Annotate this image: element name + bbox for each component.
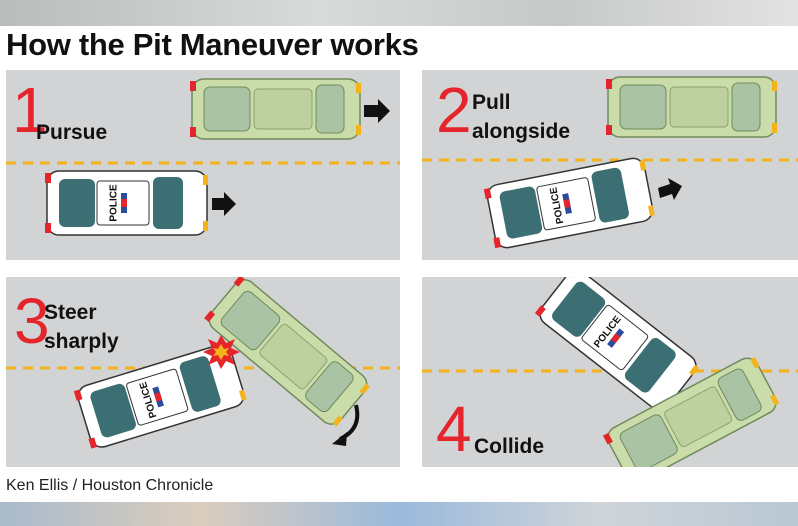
police-car: POLICE bbox=[73, 344, 247, 449]
arrow-right-icon bbox=[364, 99, 390, 123]
panel-2-illustration: POLICE bbox=[422, 76, 798, 249]
step-label-3: Steer sharply bbox=[44, 301, 119, 353]
green-car bbox=[606, 76, 777, 138]
panel-4-illustration: POLICE bbox=[422, 277, 798, 467]
credit-line: Ken Ellis / Houston Chronicle bbox=[6, 477, 214, 494]
top-photo-strip bbox=[0, 0, 798, 26]
panel-step-4: POLICE 4 Collide bbox=[422, 277, 798, 467]
panel-1-illustration: POLICE bbox=[6, 78, 400, 236]
panel-step-1: POLICE 1 Pursue bbox=[6, 70, 400, 260]
curved-arrow-head bbox=[332, 432, 347, 446]
step-number-1: 1 bbox=[12, 74, 48, 146]
green-car bbox=[190, 78, 361, 140]
arrow-right-icon bbox=[212, 192, 236, 216]
panel-step-3: POLICE 3 Steer sharply bbox=[6, 277, 400, 467]
bottom-photo-strip bbox=[0, 502, 798, 526]
police-label: POLICE bbox=[109, 184, 120, 222]
police-car: POLICE bbox=[483, 157, 655, 249]
arrow-right-icon bbox=[658, 178, 682, 200]
panel-step-2: POLICE 2 Pull alongside bbox=[422, 70, 798, 260]
step-number-3: 3 bbox=[14, 285, 50, 357]
step-number-2: 2 bbox=[436, 74, 472, 146]
step-label-2: Pull alongside bbox=[472, 91, 571, 143]
impact-core bbox=[213, 344, 229, 360]
step-label-4: Collide bbox=[474, 435, 545, 458]
police-car: POLICE bbox=[45, 170, 208, 236]
panel-3-illustration: POLICE bbox=[6, 277, 400, 449]
police-car: POLICE bbox=[534, 277, 700, 412]
page-title: How the Pit Maneuver works bbox=[6, 27, 419, 62]
green-car bbox=[602, 357, 780, 467]
green-car bbox=[204, 277, 370, 427]
step-number-4: 4 bbox=[436, 393, 472, 465]
step-label-1: Pursue bbox=[36, 121, 108, 144]
